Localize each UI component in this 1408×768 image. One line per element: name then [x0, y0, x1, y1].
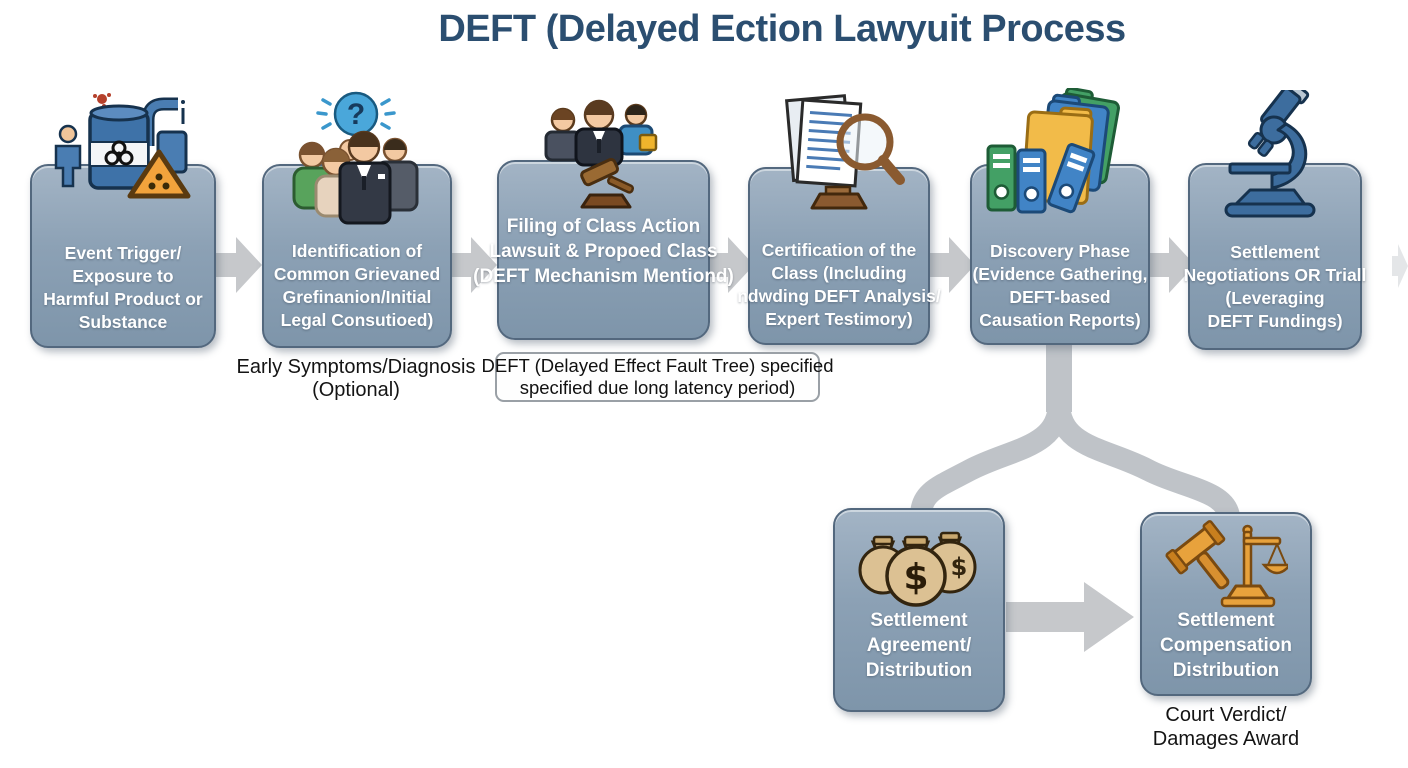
- evidence-folders-icon: [986, 88, 1120, 214]
- flow-arrow: [1145, 237, 1195, 293]
- branch-connector: [910, 340, 1240, 516]
- flow-step-label: Filing of Class Action Lawsuit & Propoed…: [473, 216, 734, 287]
- flow-step-label: Identification of Common Grievaned Grefi…: [273, 241, 441, 330]
- svg-text:$: $: [951, 553, 968, 581]
- flow-arrow-stub: [1392, 244, 1408, 288]
- flow-step-filing: Filing of Class Action Lawsuit & Propoed…: [473, 160, 734, 340]
- flow-step-label: Event Trigger/ Exposure to Harmful Produ…: [43, 243, 203, 332]
- flow-arrow: [1006, 582, 1134, 652]
- flow-step-label: Settlement Compensation Distribution: [1160, 610, 1292, 681]
- page-title: DEFT (Delayed Ection Lawyuit Process: [438, 8, 1126, 50]
- flow-arrow: [212, 237, 262, 293]
- svg-text:$: $: [903, 557, 928, 598]
- note-deft-latency: DEFT (Delayed Effect Fault Tree) specifi…: [482, 352, 834, 402]
- flow-step-label: Certification of the Class (Including nd…: [737, 240, 941, 329]
- caption-early-symptoms: Early Symptoms/Diagnosis (Optional): [236, 356, 476, 401]
- lawyers-gavel-icon: [544, 99, 658, 209]
- caption-court-verdict: Court Verdict/ Damages Award: [1152, 704, 1300, 750]
- svg-text:?: ?: [347, 98, 365, 131]
- flow-step-event-trigger: Event Trigger/ Exposure to Harmful Produ…: [30, 164, 216, 348]
- money-bags-icon: $ $: [858, 531, 977, 607]
- hazard-exposure-icon: [54, 93, 191, 199]
- flow-arrow: [925, 237, 975, 293]
- microscope-icon: [1224, 90, 1316, 218]
- people-question-icon: ?: [292, 91, 419, 225]
- flow-arrow: [447, 237, 497, 293]
- gavel-scales-icon: [1165, 520, 1288, 608]
- flow-step-label: Discovery Phase (Evidence Gathering, DEF…: [972, 241, 1148, 330]
- flow-step-label: Settlement Agreement/ Distribution: [865, 610, 973, 681]
- document-magnifier-icon: [785, 94, 905, 210]
- flow-step-label: Settlement Negotiations OR Triall (Lever…: [1183, 242, 1367, 331]
- flow-arrow: [704, 237, 754, 293]
